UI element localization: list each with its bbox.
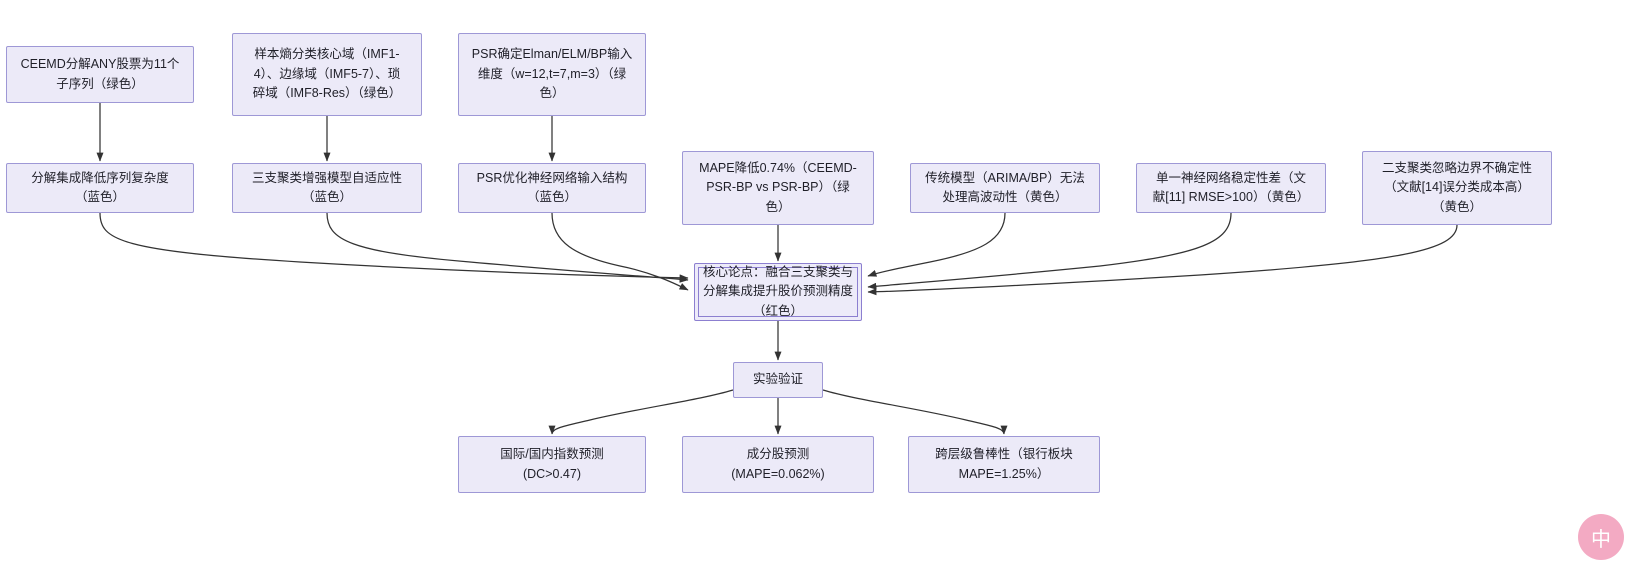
node-sample-entropy-classify[interactable]: 样本熵分类核心域（IMF1- 4）、边缘域（IMF5-7）、琐 碎域（IMF8-… (232, 33, 422, 116)
node-index-forecast-result[interactable]: 国际/国内指数预测 (DC>0.47) (458, 436, 646, 493)
node-label: CEEMD分解ANY股票为11个 子序列（绿色） (20, 57, 180, 91)
node-decomposition-reduces-complexity[interactable]: 分解集成降低序列复杂度 （蓝色） (6, 163, 194, 213)
node-experiment-validation[interactable]: 实验验证 (733, 362, 823, 398)
node-label: 实验验证 (752, 372, 803, 387)
edge-n5-core (326, 212, 689, 283)
edge-n9-core (867, 212, 1232, 290)
node-three-way-clustering-adaptivity[interactable]: 三支聚类增强模型自适应性 （蓝色） (232, 163, 422, 213)
node-label: 分解集成降低序列复杂度 （蓝色） (31, 170, 169, 204)
node-psr-optimizes-network-input[interactable]: PSR优化神经网络输入结构 （蓝色） (458, 163, 646, 213)
node-label: PSR确定Elman/ELM/BP输入 维度（w=12,t=7,m=3）（绿 色… (471, 47, 633, 101)
node-label: 成分股预测 (MAPE=0.062%) (731, 447, 825, 481)
node-label: 二支聚类忽略边界不确定性 （文献[14]误分类成本高） （黄色） (1381, 160, 1532, 214)
node-label: 样本熵分类核心域（IMF1- 4）、边缘域（IMF5-7）、琐 碎域（IMF8-… (252, 47, 402, 101)
node-constituent-stock-forecast-result[interactable]: 成分股预测 (MAPE=0.062%) (682, 436, 874, 493)
edge-n10-core (867, 224, 1458, 296)
node-label: 传统模型（ARIMA/BP）无法 处理高波动性（黄色） (925, 170, 1085, 204)
node-label: PSR优化神经网络输入结构 （蓝色） (476, 170, 628, 204)
node-cross-level-robustness-result[interactable]: 跨层级鲁棒性（银行板块 MAPE=1.25%） (908, 436, 1100, 493)
node-ceemd-decompose[interactable]: CEEMD分解ANY股票为11个 子序列（绿色） (6, 46, 194, 103)
core-inner-frame: 核心论点：融合三支聚类与 分解集成提升股价预测精度 （红色） (698, 265, 858, 318)
edge-exp-r1 (548, 389, 734, 435)
edge-n4-core (99, 212, 689, 282)
watermark-badge: 中 (1578, 514, 1624, 560)
node-core-argument[interactable]: 核心论点：融合三支聚类与 分解集成提升股价预测精度 （红色） (694, 263, 862, 321)
node-label: 国际/国内指数预测 (DC>0.47) (500, 447, 604, 481)
node-traditional-model-limitation[interactable]: 传统模型（ARIMA/BP）无法 处理高波动性（黄色） (910, 163, 1100, 213)
edge-n8-core (867, 212, 1006, 277)
node-label: MAPE降低0.74%（CEEMD- PSR-BP vs PSR-BP）（绿 色… (699, 160, 857, 214)
edge-exp-r3 (822, 389, 1008, 435)
node-two-way-clustering-boundary[interactable]: 二支聚类忽略边界不确定性 （文献[14]误分类成本高） （黄色） (1362, 151, 1552, 225)
node-label: 核心论点：融合三支聚类与 分解集成提升股价预测精度 （红色） (702, 264, 853, 318)
node-label: 跨层级鲁棒性（银行板块 MAPE=1.25%） (935, 447, 1073, 481)
node-single-network-instability[interactable]: 单一神经网络稳定性差（文 献[11] RMSE>100）（黄色） (1136, 163, 1326, 213)
watermark-glyph: 中 (1591, 526, 1611, 551)
node-label: 三支聚类增强模型自适应性 （蓝色） (251, 170, 402, 204)
node-mape-reduction[interactable]: MAPE降低0.74%（CEEMD- PSR-BP vs PSR-BP）（绿 色… (682, 151, 874, 225)
node-label: 单一神经网络稳定性差（文 献[11] RMSE>100）（黄色） (1152, 170, 1310, 204)
edge-n6-core (551, 212, 689, 291)
node-psr-input-dimension[interactable]: PSR确定Elman/ELM/BP输入 维度（w=12,t=7,m=3）（绿 色… (458, 33, 646, 116)
